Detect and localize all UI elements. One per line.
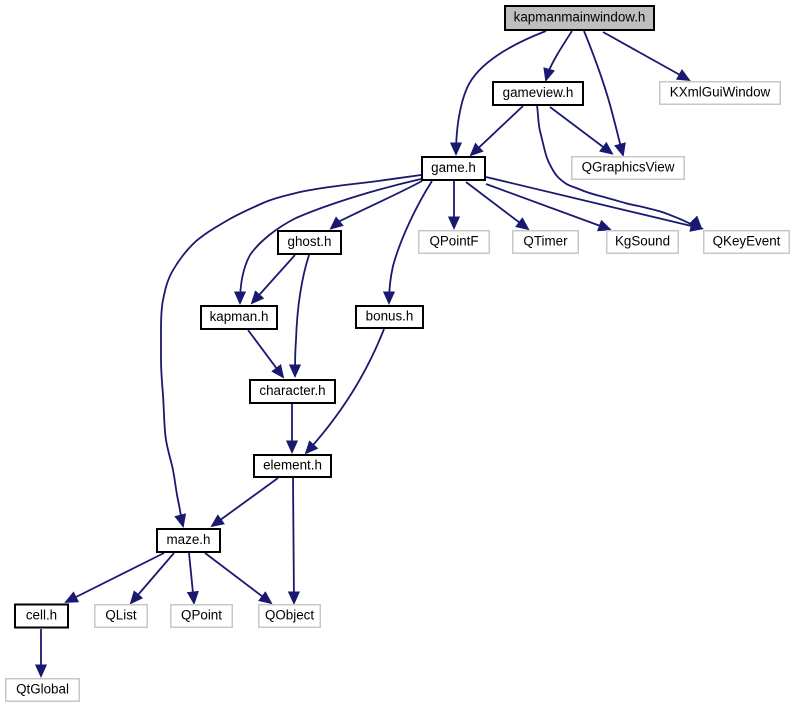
svg-text:gameview.h: gameview.h — [503, 85, 574, 100]
svg-text:character.h: character.h — [259, 383, 325, 398]
svg-text:QGraphicsView: QGraphicsView — [582, 160, 675, 175]
svg-text:QTimer: QTimer — [523, 234, 568, 249]
svg-text:KgSound: KgSound — [615, 234, 670, 249]
svg-text:game.h: game.h — [431, 160, 476, 175]
svg-text:QPoint: QPoint — [181, 608, 222, 623]
svg-text:kapman.h: kapman.h — [210, 309, 269, 324]
svg-text:QPointF: QPointF — [429, 234, 478, 249]
svg-text:QtGlobal: QtGlobal — [16, 682, 69, 697]
svg-text:KXmlGuiWindow: KXmlGuiWindow — [670, 85, 771, 100]
svg-text:kapmanmainwindow.h: kapmanmainwindow.h — [514, 10, 646, 25]
svg-text:QList: QList — [105, 608, 137, 623]
svg-text:ghost.h: ghost.h — [288, 234, 332, 249]
svg-text:QKeyEvent: QKeyEvent — [713, 234, 781, 249]
svg-text:maze.h: maze.h — [167, 532, 211, 547]
svg-text:element.h: element.h — [263, 458, 322, 473]
svg-text:bonus.h: bonus.h — [366, 309, 414, 324]
svg-text:QObject: QObject — [265, 608, 314, 623]
svg-text:cell.h: cell.h — [26, 608, 57, 623]
